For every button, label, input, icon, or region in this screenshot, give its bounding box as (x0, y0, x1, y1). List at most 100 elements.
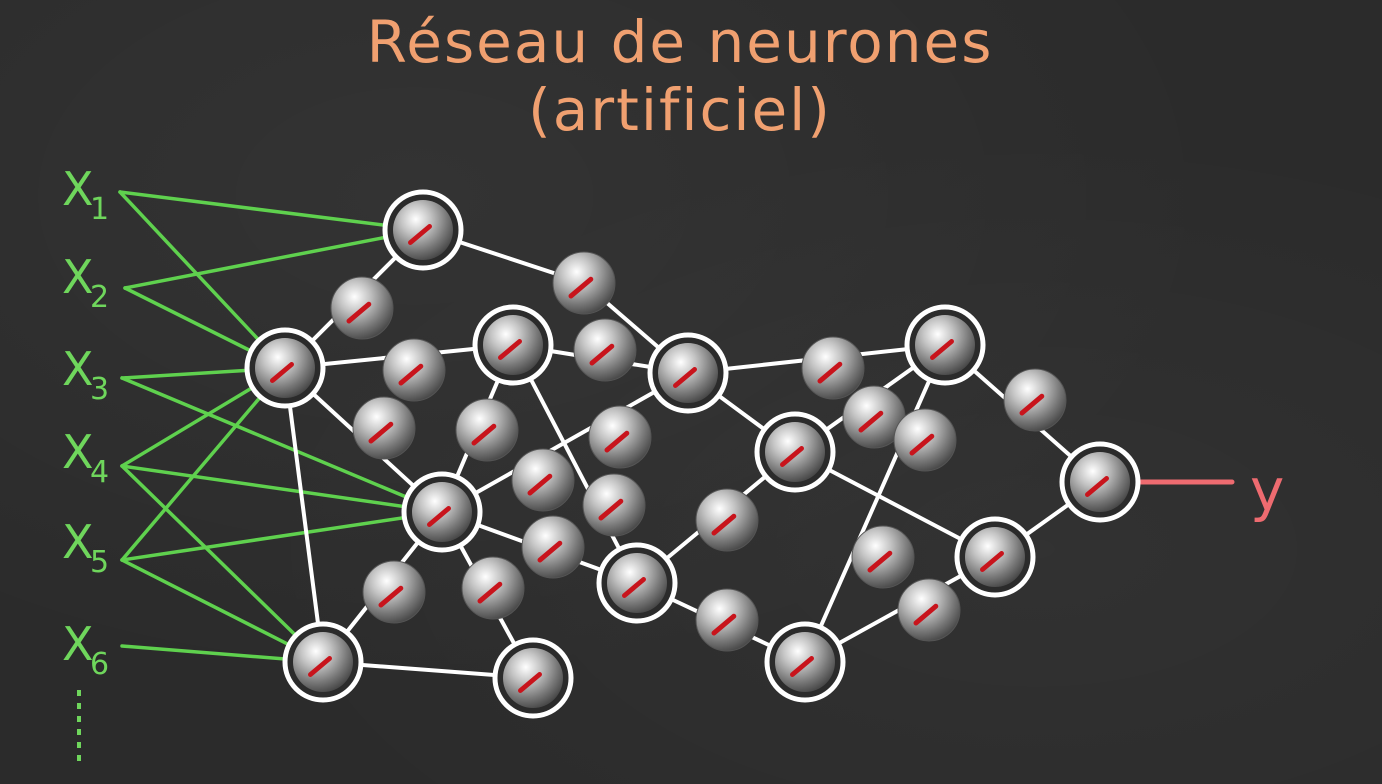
input-index: 1 (90, 192, 109, 227)
neuron-needle (598, 498, 624, 521)
neuron-needle (780, 445, 804, 468)
neuron-needle (589, 343, 615, 366)
neuron (352, 396, 416, 460)
neuron-needle (471, 423, 497, 446)
neuron-needle (909, 433, 935, 456)
neuron-needle (930, 338, 954, 361)
neuron (330, 276, 394, 340)
neuron (851, 525, 915, 589)
neuron (382, 338, 446, 402)
neuron-needle (407, 223, 433, 246)
input-index: 5 (90, 545, 109, 580)
input-connection (123, 228, 425, 290)
input-connection (120, 366, 287, 562)
input-connection (120, 376, 444, 514)
continuation-dot (77, 716, 81, 722)
neuron-needle (477, 581, 503, 604)
continuation-dot (77, 742, 81, 748)
neuron-ringed (904, 304, 986, 386)
input-index: 3 (90, 372, 109, 407)
neuron (695, 488, 759, 552)
neuron-ringed (282, 621, 364, 703)
neuron-ringed (596, 542, 678, 624)
continuation-dot (77, 690, 81, 696)
output-label: y (1250, 456, 1284, 524)
neuron-needle (378, 585, 404, 608)
neuron-ringed (764, 621, 846, 703)
neuron-needle (673, 366, 697, 389)
input-index: 6 (90, 647, 109, 682)
neuron-needle (1019, 393, 1045, 416)
input-label: X (62, 515, 94, 569)
diagram-title: Réseau de neurones (artificiel) (330, 0, 1030, 146)
title-line-1: Réseau de neurones (366, 8, 994, 76)
neuron-needle (867, 550, 893, 573)
neuron-needle (497, 338, 522, 361)
neuron-needle (527, 473, 553, 496)
neuron-ringed (647, 332, 729, 414)
neuron-needle (1085, 475, 1109, 498)
neuron-ringed (382, 189, 464, 271)
neuron-ringed (401, 471, 483, 553)
neuron-needle (537, 540, 563, 563)
neuron-ringed (472, 304, 554, 386)
input-connection (118, 190, 425, 232)
neuron (893, 408, 957, 472)
neuron (455, 398, 519, 462)
neuron-needle (368, 421, 394, 444)
neuron-needle (307, 656, 333, 677)
neuron-connection (440, 371, 690, 514)
input-label: X (62, 162, 94, 216)
title-line-2: (artificiel) (528, 76, 832, 144)
neuron-connection (283, 366, 325, 664)
neuron (511, 448, 575, 512)
neuron (521, 515, 585, 579)
input-connection (120, 510, 444, 562)
neuron-needle (711, 613, 737, 636)
neuron-needle (398, 363, 424, 386)
neuron-needle (269, 361, 295, 384)
neuron-needle (622, 577, 646, 598)
neuron-connection (803, 343, 947, 664)
neuron-ringed (754, 411, 836, 493)
neuron-needle (980, 551, 1004, 572)
neuron-needle (568, 276, 594, 299)
neuron (1003, 368, 1067, 432)
continuation-dot (77, 703, 81, 709)
neuron-needle (346, 301, 372, 324)
neuron-needle (426, 505, 452, 527)
input-index: 2 (90, 280, 109, 315)
neuron (461, 556, 525, 620)
neuron-ringed (492, 637, 574, 719)
neuron (582, 473, 646, 537)
continuation-dot (77, 729, 81, 735)
input-connection (120, 464, 444, 514)
neuron (552, 251, 616, 315)
continuation-dot (77, 755, 81, 761)
input-label: X (62, 617, 94, 671)
neuron-needle (817, 361, 843, 384)
input-label: X (62, 250, 94, 304)
neuron (362, 560, 426, 624)
input-index: 4 (90, 455, 109, 490)
neuron-needle (790, 656, 814, 677)
input-connection (120, 464, 325, 664)
neuron (588, 405, 652, 469)
neuron (801, 336, 865, 400)
neuron (897, 578, 961, 642)
neuron (842, 385, 906, 449)
neuron-ringed (954, 516, 1036, 598)
neuron (573, 318, 637, 382)
neuron-needle (711, 513, 737, 536)
neuron (695, 588, 759, 652)
input-label: X (62, 425, 94, 479)
neuron-needle (604, 430, 630, 453)
input-label: X (62, 342, 94, 396)
neuron-ringed (244, 327, 326, 409)
neuron-needle (858, 410, 884, 433)
neuron-connection (511, 343, 639, 585)
neuron-needle (913, 603, 939, 626)
neuron-ringed (1059, 441, 1141, 523)
